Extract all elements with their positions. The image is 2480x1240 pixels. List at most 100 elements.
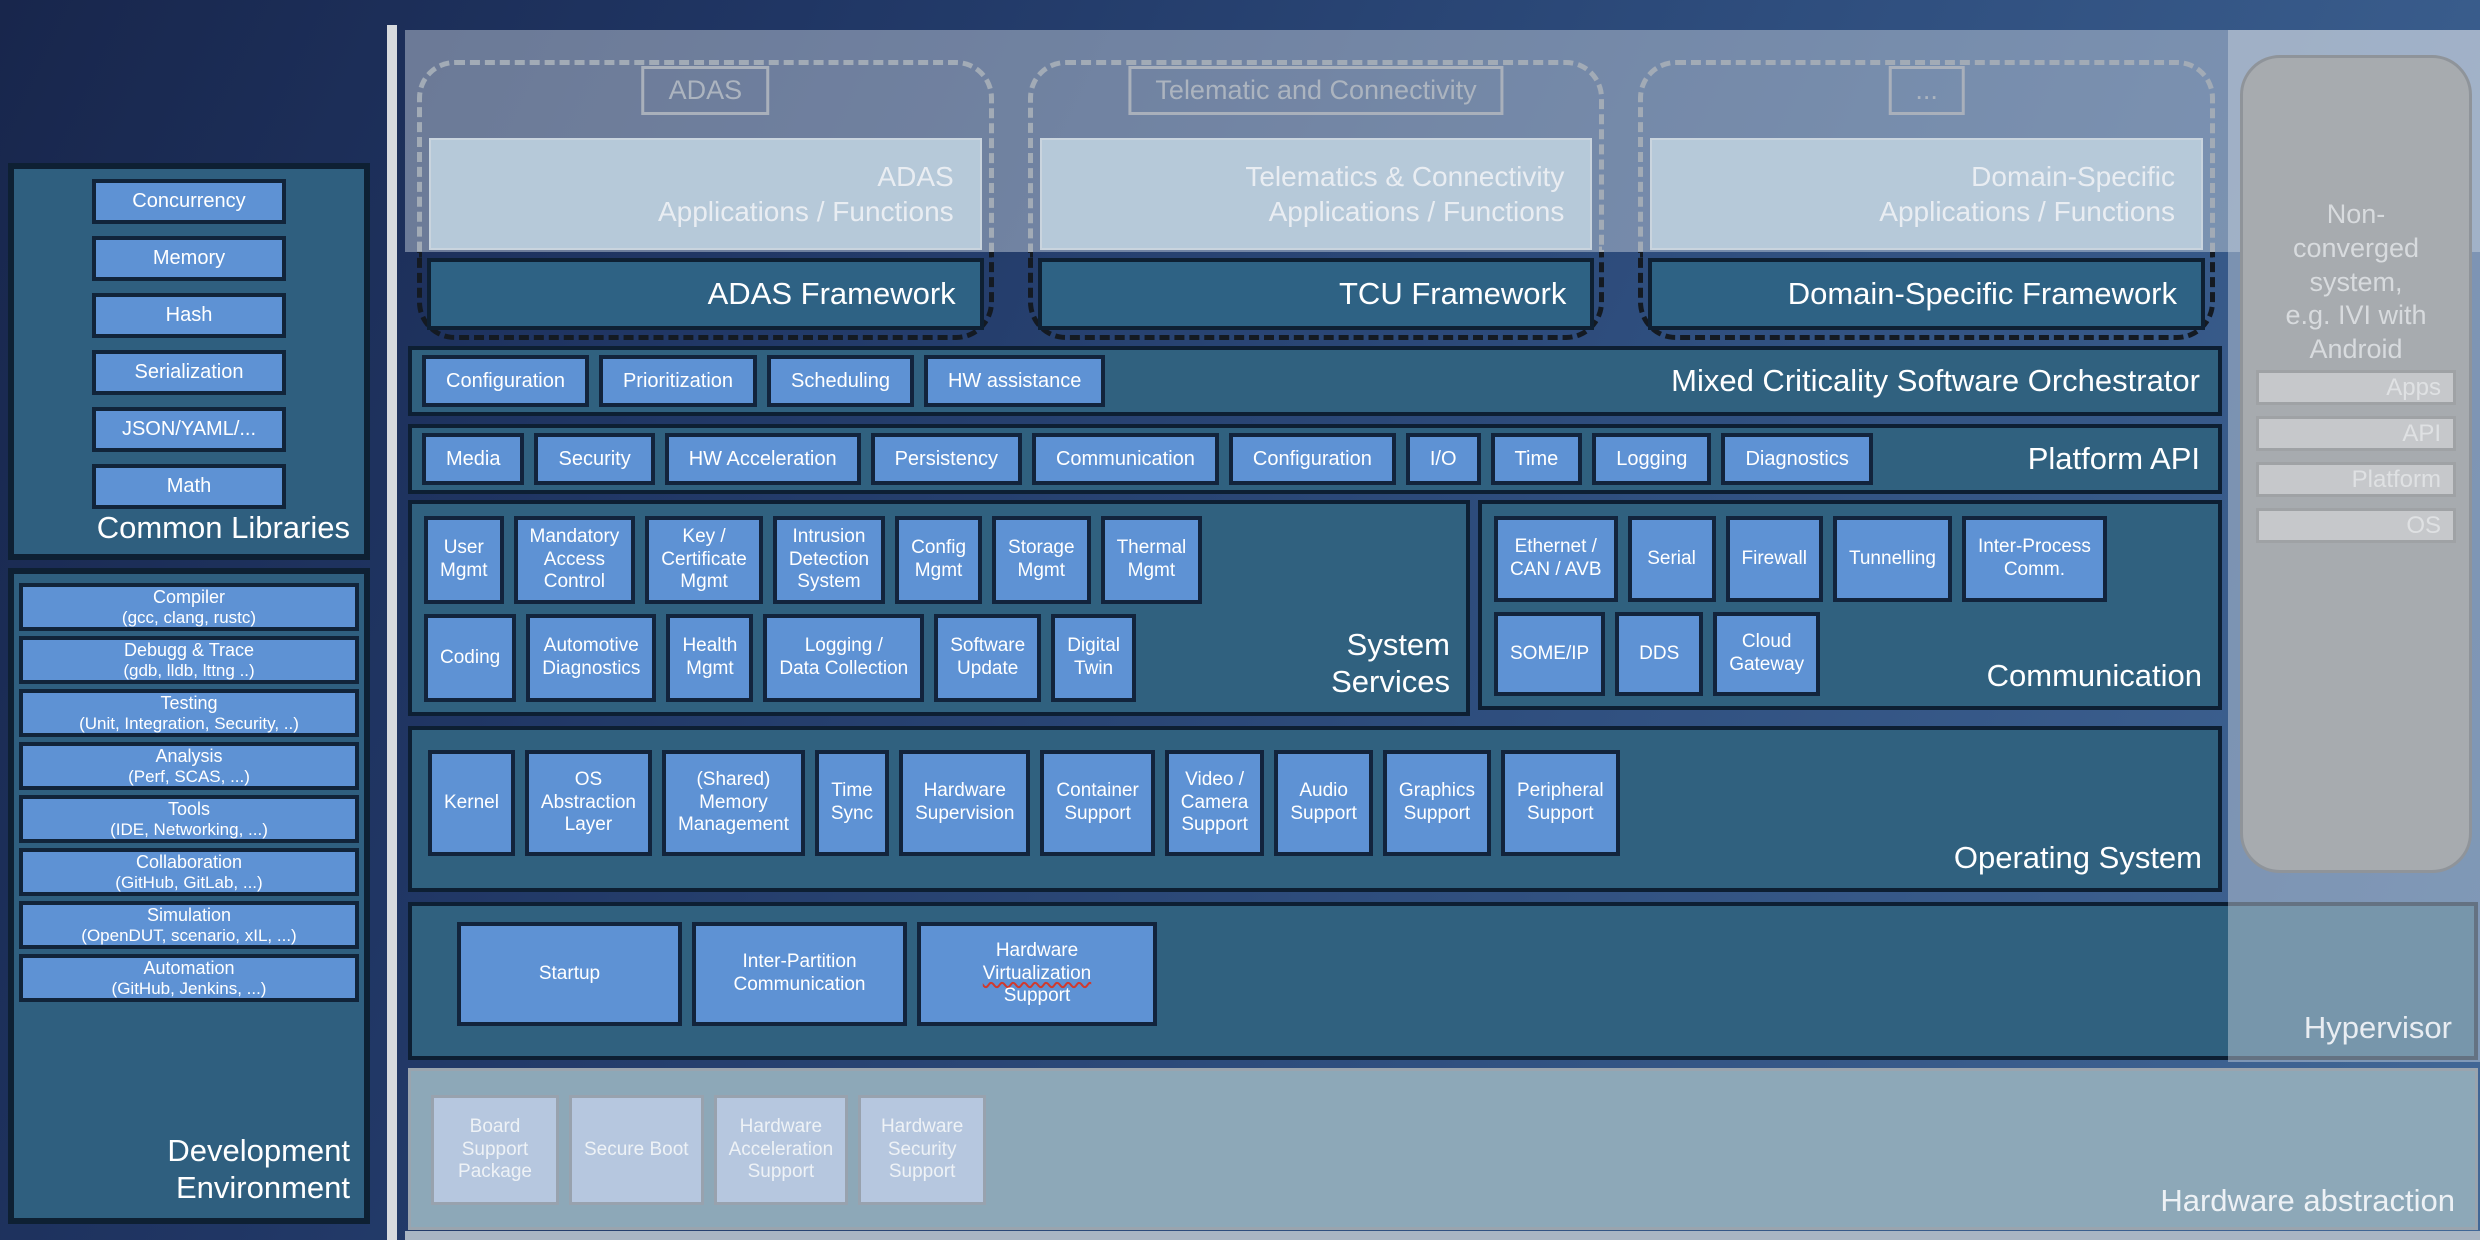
group-dashed-border-bottom — [1027, 252, 1605, 340]
system-services-cell: User Mgmt — [424, 516, 504, 604]
system-services-cell: Thermal Mgmt — [1100, 516, 1203, 604]
development-environment-items: Compiler (gcc, clang, rustc) Debugg & Tr… — [14, 583, 364, 1002]
system-services-cell: Config Mgmt — [895, 516, 983, 604]
communication-panel: Ethernet / CAN / AVB Serial Firewall Tun… — [1478, 500, 2222, 710]
system-services-cell: Logging / Data Collection — [763, 614, 925, 702]
common-library-item: Serialization — [92, 350, 286, 395]
communication-cell: DDS — [1615, 612, 1704, 696]
non-converged-system-panel: Non- converged system, e.g. IVI with And… — [2240, 55, 2472, 873]
applications-functions-box: Domain-Specific Applications / Functions — [1650, 138, 2204, 250]
communication-row1: Ethernet / CAN / AVB Serial Firewall Tun… — [1494, 516, 2107, 602]
group-dashed-border-top — [1027, 60, 1605, 252]
communication-cell: Serial — [1627, 516, 1716, 602]
platform-api-chip: Persistency — [870, 433, 1022, 485]
platform-api-chip: Communication — [1031, 433, 1219, 485]
common-library-item: Concurrency — [92, 179, 286, 224]
vertical-divider — [387, 25, 397, 1240]
platform-api-row: Media Security HW Acceleration Persisten… — [408, 424, 2222, 494]
platform-api-chip: I/O — [1405, 433, 1481, 485]
communication-title: Communication — [1986, 657, 2202, 693]
common-library-item: Math — [92, 464, 286, 509]
platform-api-chip: Logging — [1592, 433, 1712, 485]
communication-cell: Inter-Process Comm. — [1961, 516, 2107, 602]
group-tag-label: ADAS — [641, 66, 770, 115]
operating-system-cell: Container Support — [1040, 750, 1155, 856]
platform-api-title: Platform API — [2027, 441, 2200, 476]
item-detail: (IDE, Networking, ...) — [110, 819, 268, 839]
development-environment-panel: Compiler (gcc, clang, rustc) Debugg & Tr… — [8, 568, 370, 1224]
item-detail: (Unit, Integration, Security, ..) — [79, 713, 299, 733]
system-services-title: System Services — [1331, 626, 1450, 699]
development-environment-item: Automation (GitHub, Jenkins, ...) — [19, 954, 359, 1002]
hw-virtualization-line3: Support — [1003, 985, 1071, 1007]
communication-cell: SOME/IP — [1494, 612, 1606, 696]
item-name: Collaboration — [135, 851, 243, 872]
operating-system-cell: Kernel — [428, 750, 515, 856]
system-services-cell: Automotive Diagnostics — [526, 614, 657, 702]
common-libraries-title: Common Libraries — [96, 509, 350, 545]
non-converged-layer-box: Platform — [2256, 462, 2456, 497]
framework-box: Domain-Specific Framework — [1648, 258, 2206, 330]
framework-box: ADAS Framework — [427, 258, 984, 330]
item-name: Simulation — [146, 904, 232, 925]
platform-api-chip: Time — [1490, 433, 1583, 485]
hardware-abstraction-cell: Board Support Package — [431, 1095, 559, 1205]
orchestrator-row: Configuration Prioritization Scheduling … — [408, 346, 2222, 416]
common-library-item: Memory — [92, 236, 286, 281]
item-detail: (OpenDUT, scenario, xIL, ...) — [81, 925, 297, 945]
communication-cell: Ethernet / CAN / AVB — [1494, 516, 1618, 602]
item-detail: (Perf, SCAS, ...) — [128, 766, 250, 786]
hypervisor-cell-inter-partition: Inter-Partition Communication — [692, 922, 907, 1026]
common-libraries-items: Concurrency Memory Hash Serialization JS… — [14, 179, 364, 509]
platform-api-chip: Diagnostics — [1721, 433, 1873, 485]
group-tag-label: ... — [1888, 66, 1965, 115]
orchestrator-title: Mixed Criticality Software Orchestrator — [1671, 363, 2200, 398]
item-detail: (gdb, lldb, lttng ..) — [123, 660, 255, 680]
communication-row2: SOME/IP DDS Cloud Gateway — [1494, 612, 1821, 696]
operating-system-cell: Video / Camera Support — [1164, 750, 1265, 856]
hardware-abstraction-cell: Hardware Acceleration Support — [713, 1095, 849, 1205]
system-services-row1: User Mgmt Mandatory Access Control Key /… — [424, 516, 1203, 604]
item-name: Debugg & Trace — [123, 639, 255, 660]
non-converged-system-description: Non- converged system, e.g. IVI with And… — [2285, 199, 2427, 364]
system-services-cell: Key / Certificate Mgmt — [645, 516, 763, 604]
operating-system-items: Kernel OS Abstraction Layer (Shared) Mem… — [428, 750, 1620, 856]
operating-system-cell: Peripheral Support — [1500, 750, 1620, 856]
development-environment-item: Simulation (OpenDUT, scenario, xIL, ...) — [19, 901, 359, 949]
communication-cell: Cloud Gateway — [1713, 612, 1821, 696]
system-services-cell: Software Update — [934, 614, 1042, 702]
system-services-cell: Health Mgmt — [666, 614, 754, 702]
operating-system-cell: Audio Support — [1274, 750, 1373, 856]
hypervisor-panel: Startup Inter-Partition Communication Ha… — [408, 902, 2478, 1060]
development-environment-item: Tools (IDE, Networking, ...) — [19, 795, 359, 843]
system-services-cell: Intrusion Detection System — [772, 516, 886, 604]
non-converged-layer-box: Apps — [2256, 370, 2456, 405]
platform-api-chip: Media — [422, 433, 525, 485]
development-environment-item: Testing (Unit, Integration, Security, ..… — [19, 689, 359, 737]
non-converged-layer-box: OS — [2256, 508, 2456, 543]
development-environment-item: Debugg & Trace (gdb, lldb, lttng ..) — [19, 636, 359, 684]
common-library-item: Hash — [92, 293, 286, 338]
operating-system-cell: OS Abstraction Layer — [524, 750, 652, 856]
development-environment-item: Collaboration (GitHub, GitLab, ...) — [19, 848, 359, 896]
platform-api-chip: HW Acceleration — [664, 433, 861, 485]
operating-system-cell: (Shared) Memory Management — [661, 750, 805, 856]
system-services-cell: Digital Twin — [1051, 614, 1136, 702]
development-environment-item: Compiler (gcc, clang, rustc) — [19, 583, 359, 631]
item-name: Compiler — [152, 586, 226, 607]
operating-system-cell: Graphics Support — [1382, 750, 1491, 856]
platform-api-chip: Configuration — [1228, 433, 1396, 485]
applications-functions-box: ADAS Applications / Functions — [429, 138, 982, 250]
operating-system-panel: Kernel OS Abstraction Layer (Shared) Mem… — [408, 726, 2222, 892]
non-converged-layer-box: API — [2256, 416, 2456, 451]
item-name: Analysis — [155, 745, 223, 766]
group-dashed-border-bottom — [1638, 252, 2216, 340]
application-group: Telematic and Connectivity Telematics & … — [1027, 60, 1605, 340]
operating-system-title: Operating System — [1953, 839, 2202, 875]
orchestrator-chip: Prioritization — [598, 355, 758, 407]
system-services-cell: Mandatory Access Control — [513, 516, 636, 604]
operating-system-cell: Time Sync — [814, 750, 890, 856]
communication-cell: Tunnelling — [1832, 516, 1952, 602]
hardware-abstraction-cell: Secure Boot — [569, 1095, 704, 1205]
